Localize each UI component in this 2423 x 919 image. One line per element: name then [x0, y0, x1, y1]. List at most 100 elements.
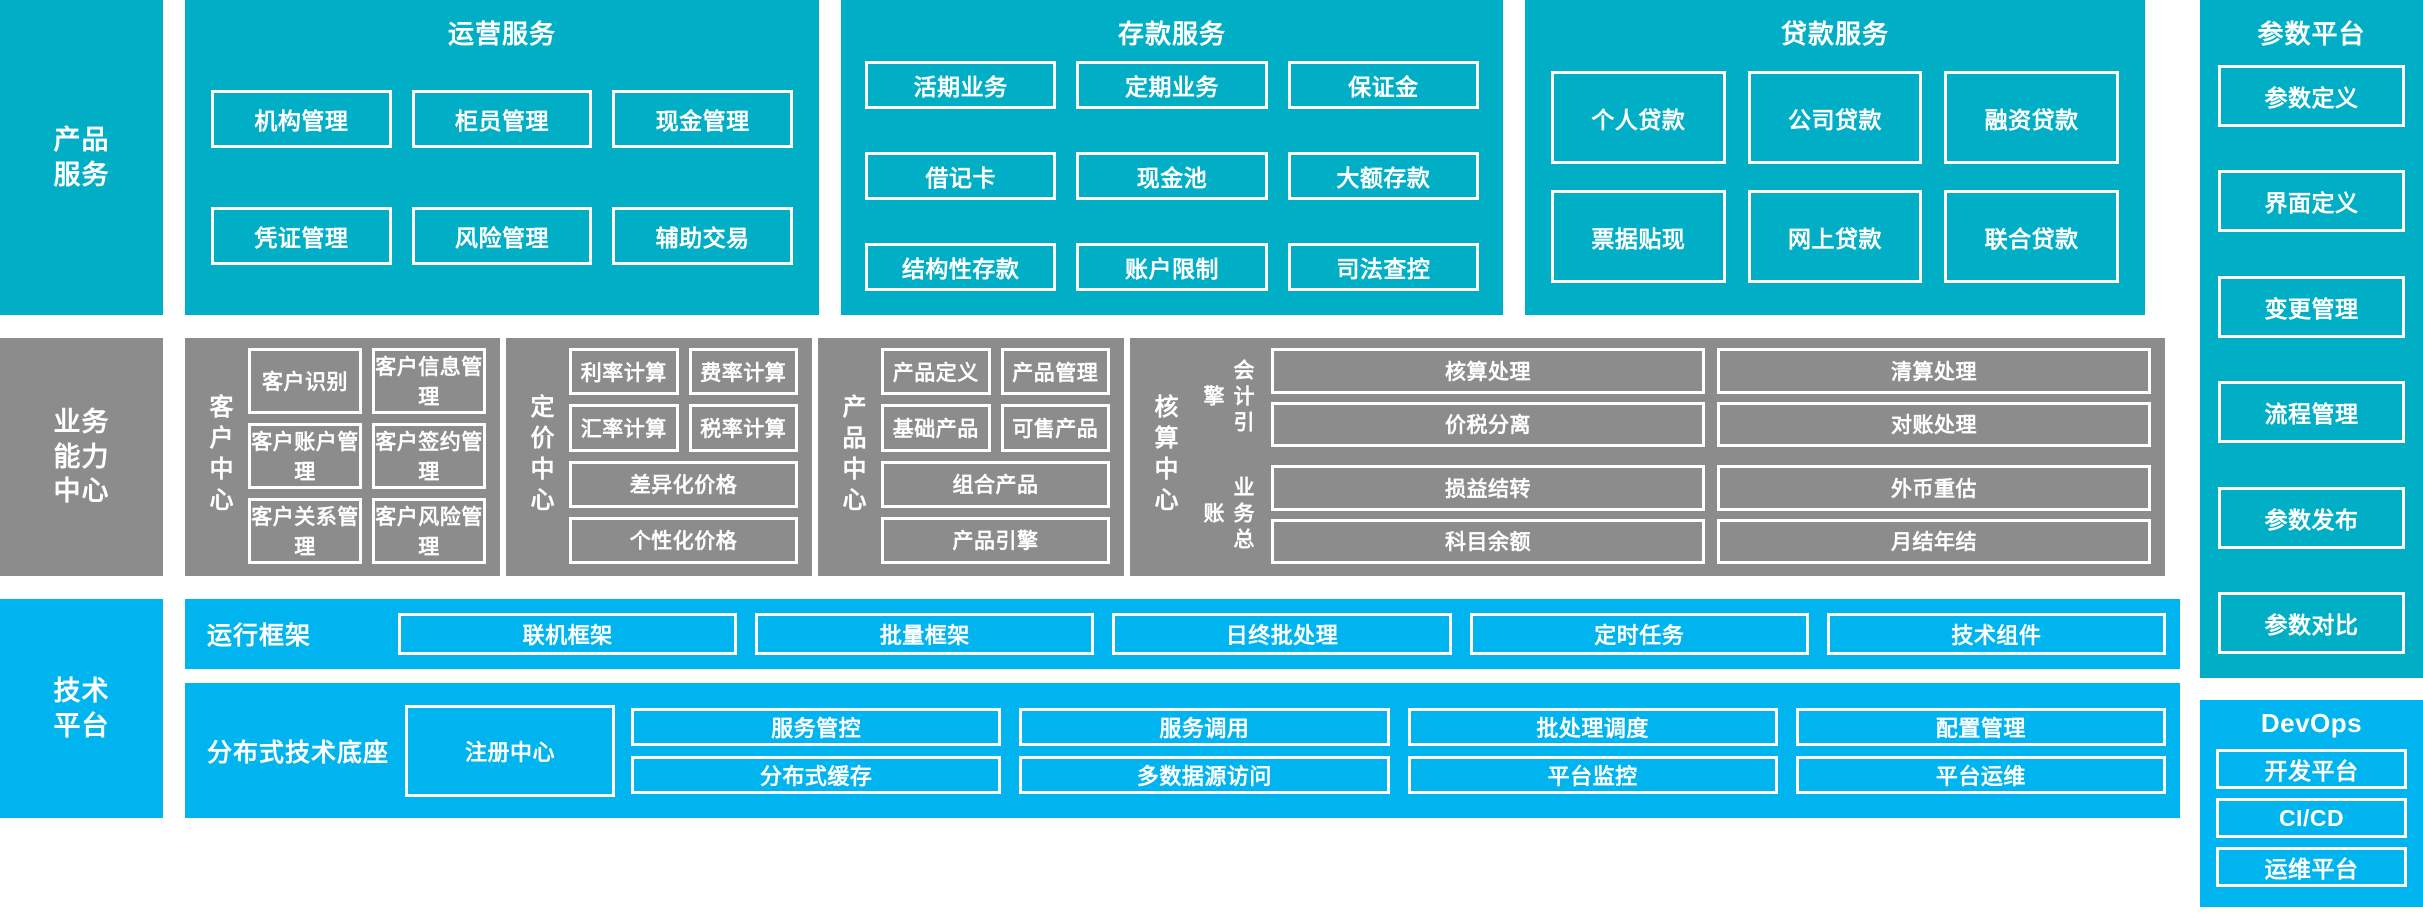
capability-item[interactable]: 客户信息管理	[372, 348, 486, 414]
capability-item-wide[interactable]: 个性化价格	[569, 516, 798, 564]
business-capability-row: 业务能力中心 客户中心 客户识别 客户信息管理 客户账户管理 客户签约管理 客户…	[0, 338, 2180, 576]
parameter-item[interactable]: 变更管理	[2218, 275, 2405, 338]
service-item[interactable]: 公司贷款	[1747, 71, 1923, 164]
service-item[interactable]: 联合贷款	[1944, 190, 2119, 283]
product-services-row: 产品服务 运营服务 机构管理 柜员管理 现金管理 凭证管理 风险管理 辅助交易 …	[0, 0, 2180, 315]
service-item[interactable]: 网上贷款	[1747, 190, 1923, 283]
tech-item[interactable]: 平台监控	[1407, 755, 1778, 794]
service-item[interactable]: 凭证管理	[211, 206, 392, 265]
panel-title-parameter-platform: 参数平台	[2257, 19, 2366, 49]
accounting-group-engine: 会计引擎 核算处理 清算处理 价税分离 对账处理	[1191, 348, 2151, 447]
parameter-platform-items: 参数定义 界面定义 变更管理 流程管理 参数发布 参数对比	[2218, 65, 2405, 664]
service-item[interactable]: 借记卡	[865, 152, 1057, 200]
capability-item[interactable]: 基础产品	[881, 404, 991, 452]
capability-item[interactable]: 外币重估	[1717, 465, 2151, 511]
tech-column: 配置管理 平台运维	[1795, 707, 2167, 794]
service-item[interactable]: 辅助交易	[612, 206, 793, 265]
capability-item[interactable]: 客户关系管理	[248, 498, 362, 564]
service-item[interactable]: 风险管理	[411, 206, 593, 265]
service-item[interactable]: 定期业务	[1076, 61, 1268, 109]
service-item[interactable]: 司法查控	[1287, 243, 1479, 291]
capability-item[interactable]: 客户识别	[248, 348, 362, 414]
capability-item[interactable]: 清算处理	[1717, 348, 2151, 394]
capability-item[interactable]: 税率计算	[688, 404, 798, 452]
tech-column: 服务调用 多数据源访问	[1019, 707, 1390, 794]
product-services-panels: 运营服务 机构管理 柜员管理 现金管理 凭证管理 风险管理 辅助交易 存款服务 …	[163, 0, 2180, 315]
strip-distributed-base: 分布式技术底座 注册中心 服务管控 分布式缓存 服务调用 多数据源访问 批处理调…	[185, 683, 2180, 818]
tech-item[interactable]: 技术组件	[1826, 613, 2167, 655]
service-item[interactable]: 个人贷款	[1551, 71, 1726, 164]
capability-item[interactable]: 损益结转	[1271, 465, 1705, 511]
registry-center-box: 注册中心	[405, 704, 616, 797]
distributed-base-columns: 服务管控 分布式缓存 服务调用 多数据源访问 批处理调度 平台监控 配置管理 平…	[631, 707, 2167, 794]
devops-item[interactable]: 开发平台	[2216, 749, 2407, 789]
band-label-product-services: 产品服务	[0, 0, 163, 315]
band-label-technical-platform: 技术平台	[0, 599, 163, 818]
accounting-groups: 会计引擎 核算处理 清算处理 价税分离 对账处理 业务总账 损益结转	[1191, 348, 2151, 564]
service-item[interactable]: 现金池	[1076, 152, 1268, 200]
panel-loan-services: 贷款服务 个人贷款 公司贷款 融资贷款 票据贴现 网上贷款 联合贷款	[1525, 0, 2145, 315]
parameter-item[interactable]: 参数对比	[2218, 591, 2405, 654]
capability-item[interactable]: 可售产品	[1000, 404, 1110, 452]
strip-label-distributed-base: 分布式技术底座	[207, 738, 390, 767]
tech-item[interactable]: 批处理调度	[1407, 707, 1778, 746]
capability-item[interactable]: 月结年结	[1717, 518, 2151, 564]
panel-operations-services: 运营服务 机构管理 柜员管理 现金管理 凭证管理 风险管理 辅助交易	[185, 0, 819, 315]
tech-item[interactable]: 平台运维	[1795, 755, 2167, 794]
service-item[interactable]: 活期业务	[865, 61, 1057, 109]
accounting-engine-grid: 核算处理 清算处理 价税分离 对账处理	[1271, 348, 2151, 447]
capability-item[interactable]: 对账处理	[1717, 401, 2151, 447]
tech-item[interactable]: 联机框架	[398, 613, 738, 655]
devops-item[interactable]: CI/CD	[2216, 798, 2407, 838]
capability-item[interactable]: 汇率计算	[569, 404, 679, 452]
panel-customer-center: 客户中心 客户识别 客户信息管理 客户账户管理 客户签约管理 客户关系管理 客户…	[185, 338, 500, 576]
service-item[interactable]: 大额存款	[1287, 152, 1479, 200]
capability-item-wide[interactable]: 差异化价格	[569, 460, 798, 508]
service-item[interactable]: 结构性存款	[865, 243, 1057, 291]
capability-item[interactable]: 产品定义	[881, 348, 991, 396]
panel-accounting-center: 核算中心 会计引擎 核算处理 清算处理 价税分离 对账处理	[1130, 338, 2165, 576]
runtime-framework-items: 联机框架 批量框架 日终批处理 定时任务 技术组件	[398, 613, 2167, 655]
service-item[interactable]: 保证金	[1287, 61, 1479, 109]
parameter-item[interactable]: 参数定义	[2218, 65, 2405, 127]
center-label-accounting: 核算中心	[1150, 394, 1177, 518]
service-item[interactable]: 现金管理	[612, 89, 793, 148]
tech-item[interactable]: 批量框架	[755, 613, 1095, 655]
panel-deposit-services: 存款服务 活期业务 定期业务 保证金 借记卡 现金池 大额存款 结构性存款 账户…	[841, 0, 1503, 315]
panel-parameter-platform: 参数平台 参数定义 界面定义 变更管理 流程管理 参数发布 参数对比	[2200, 0, 2423, 678]
accounting-group-general-ledger: 业务总账 损益结转 外币重估 科目余额 月结年结	[1191, 465, 2151, 564]
capability-item[interactable]: 客户账户管理	[248, 423, 362, 489]
tech-item[interactable]: 服务调用	[1019, 707, 1390, 746]
parameter-item[interactable]: 参数发布	[2218, 486, 2405, 549]
panel-product-center: 产品中心 产品定义 产品管理 基础产品 可售产品 组合产品 产品引擎	[818, 338, 1124, 576]
capability-item-wide[interactable]: 组合产品	[881, 460, 1110, 508]
devops-item[interactable]: 运维平台	[2216, 847, 2407, 887]
capability-item-wide[interactable]: 产品引擎	[881, 516, 1110, 564]
service-item[interactable]: 机构管理	[211, 89, 392, 148]
capability-item[interactable]: 科目余额	[1271, 518, 1705, 564]
capability-item[interactable]: 价税分离	[1271, 401, 1705, 447]
center-label-customer: 客户中心	[205, 394, 232, 518]
service-item[interactable]: 柜员管理	[411, 89, 593, 148]
capability-item[interactable]: 费率计算	[688, 348, 798, 396]
tech-item[interactable]: 多数据源访问	[1019, 755, 1390, 794]
capability-item[interactable]: 客户签约管理	[372, 423, 486, 489]
tech-item[interactable]: 配置管理	[1795, 707, 2167, 746]
parameter-item[interactable]: 流程管理	[2218, 381, 2405, 444]
capability-item[interactable]: 客户风险管理	[372, 498, 486, 564]
capability-item[interactable]: 利率计算	[569, 348, 679, 396]
tech-item[interactable]: 定时任务	[1469, 613, 1809, 655]
loan-items-grid: 个人贷款 公司贷款 融资贷款 票据贴现 网上贷款 联合贷款	[1541, 59, 2129, 299]
tech-item[interactable]: 服务管控	[631, 707, 1002, 746]
strip-runtime-framework: 运行框架 联机框架 批量框架 日终批处理 定时任务 技术组件	[185, 599, 2180, 669]
tech-item-registry[interactable]: 注册中心	[405, 704, 616, 797]
service-item[interactable]: 账户限制	[1076, 243, 1268, 291]
service-item[interactable]: 票据贴现	[1551, 190, 1726, 283]
capability-item[interactable]: 核算处理	[1271, 348, 1705, 394]
tech-item[interactable]: 日终批处理	[1112, 613, 1452, 655]
tech-item[interactable]: 分布式缓存	[631, 755, 1002, 794]
parameter-item[interactable]: 界面定义	[2218, 170, 2405, 233]
service-item[interactable]: 融资贷款	[1944, 71, 2119, 164]
capability-item[interactable]: 产品管理	[1000, 348, 1110, 396]
